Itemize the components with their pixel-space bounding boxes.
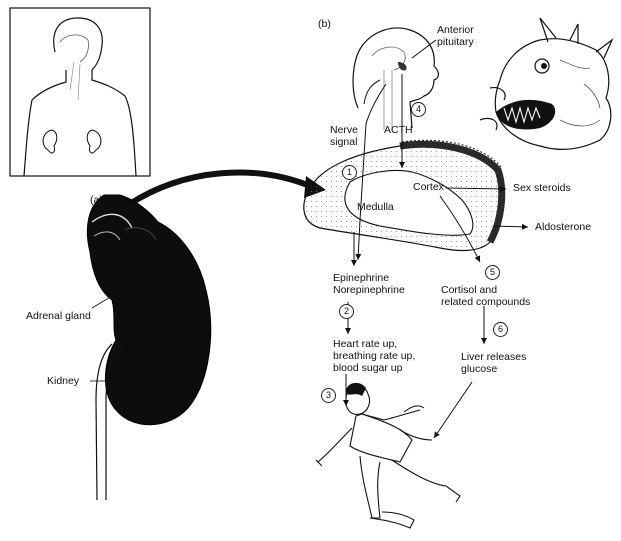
step-badge-4: 4: [411, 102, 426, 117]
head-profile: [353, 28, 438, 130]
anterior-pituitary-line-2: pituitary: [437, 36, 474, 48]
panel-label-a: (a): [90, 194, 103, 206]
cortisol-label: Cortisol and related compounds: [441, 284, 530, 308]
pointer-arrow: [128, 173, 310, 205]
panel-label-b: (b): [318, 18, 331, 30]
nerve-signal-label: Nerve signal: [330, 124, 358, 148]
cortex-label: Cortex: [413, 181, 444, 193]
step-badge-3: 3: [321, 388, 336, 403]
cortisol-line-2: related compounds: [441, 296, 530, 308]
step-badge-2: 2: [339, 304, 354, 319]
heart-rate-label: Heart rate up, breathing rate up, blood …: [333, 338, 415, 374]
kidney-illustration: [87, 195, 210, 500]
heart-rate-line-3: blood sugar up: [333, 362, 415, 374]
epinephrine-line-2: Norepinephrine: [333, 284, 405, 296]
heart-rate-line-1: Heart rate up,: [333, 338, 415, 350]
adrenal-gland-label: Adrenal gland: [26, 310, 91, 322]
acth-label: ACTH: [384, 124, 413, 136]
medulla-label: Medulla: [357, 201, 394, 213]
step-badge-5: 5: [485, 265, 500, 280]
heart-rate-line-2: breathing rate up,: [333, 350, 415, 362]
step-badge-6: 6: [493, 322, 508, 337]
monster-illustration: [480, 18, 612, 149]
nerve-signal-line-1: Nerve: [330, 124, 358, 136]
epinephrine-label: Epinephrine Norepinephrine: [333, 272, 405, 296]
epinephrine-line-1: Epinephrine: [333, 272, 405, 284]
anterior-pituitary-line-1: Anterior: [437, 24, 474, 36]
liver-label: Liver releases glucose: [461, 351, 526, 375]
liver-line-1: Liver releases: [461, 351, 526, 363]
nerve-signal-line-2: signal: [330, 136, 358, 148]
adrenal-cross-section: [304, 140, 502, 250]
kidney-label: Kidney: [47, 375, 79, 387]
running-person: [316, 383, 460, 528]
body-inset: [10, 8, 150, 176]
cortisol-line-1: Cortisol and: [441, 284, 530, 296]
step-badge-1: 1: [342, 165, 357, 180]
aldosterone-label: Aldosterone: [535, 221, 591, 233]
anterior-pituitary-label: Anterior pituitary: [437, 24, 474, 48]
liver-line-2: glucose: [461, 363, 526, 375]
sex-steroids-label: Sex steroids: [513, 182, 571, 194]
